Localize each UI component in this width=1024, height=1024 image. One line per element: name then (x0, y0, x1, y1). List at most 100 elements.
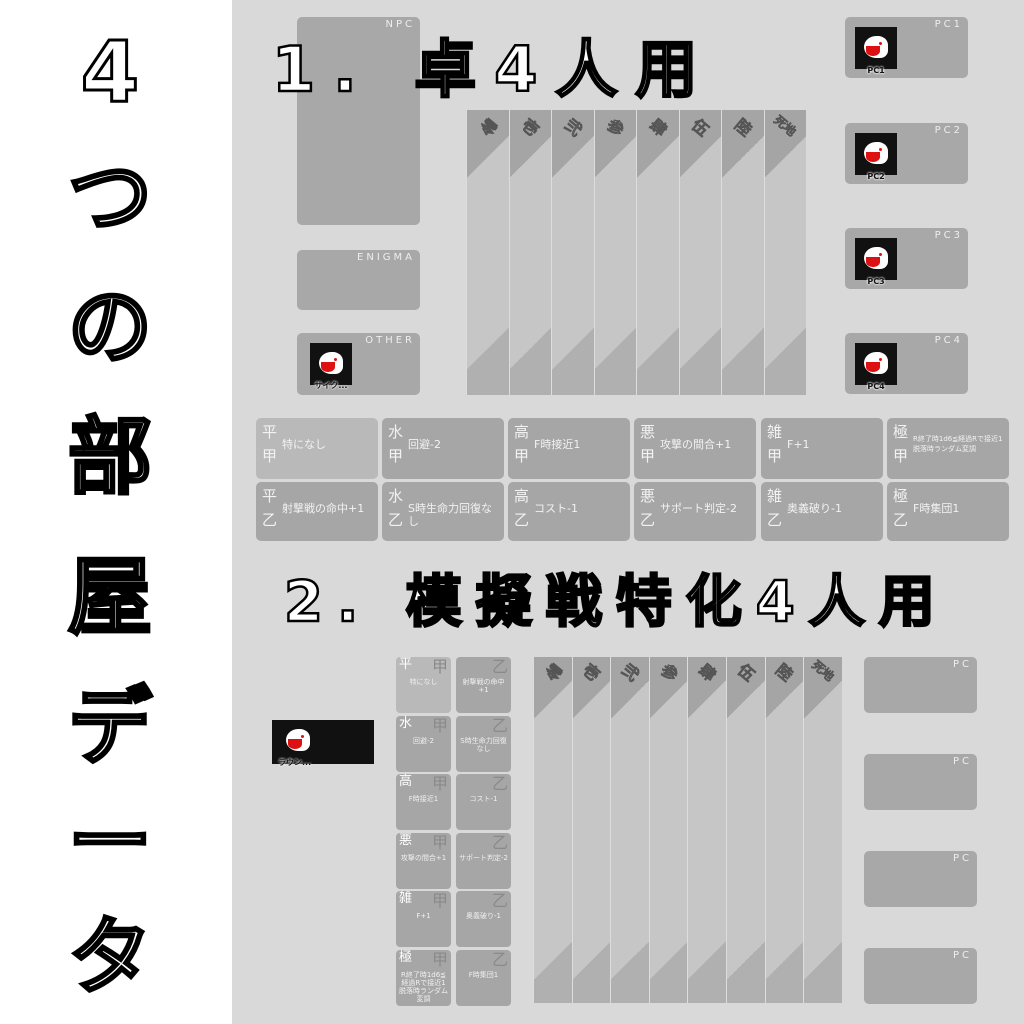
column-footer-stripe (467, 301, 509, 395)
pc-zone[interactable]: PC (864, 851, 977, 907)
range-column[interactable]: 伍 (726, 657, 765, 1003)
enigma-label: ENIGMA (357, 252, 415, 263)
plot-type: 乙 (491, 832, 508, 852)
column-header-stripe (727, 657, 765, 742)
plot-card[interactable]: 平乙射撃戦の命中+1 (256, 482, 378, 541)
side-title-char: タ (66, 908, 153, 1006)
piece-label: PC3 (867, 277, 885, 286)
plot-type: 甲 (388, 447, 404, 465)
plot-card[interactable]: 乙サポート判定-2 (456, 832, 511, 889)
character-piece[interactable]: PC4 (855, 343, 897, 391)
plot-card[interactable]: 平甲特になし (256, 418, 378, 479)
plot-card[interactable]: 悪乙サポート判定-2 (634, 482, 756, 541)
plot-card[interactable]: 甲平特になし (396, 657, 451, 713)
column-header-stripe (572, 657, 611, 742)
npc-zone[interactable]: NPC (297, 17, 420, 225)
plot-effect: サポート判定-2 (459, 853, 508, 862)
plot-type: 甲 (767, 447, 783, 465)
plot-card[interactable]: 甲悪攻撃の間合+1 (396, 832, 451, 889)
range-column[interactable]: 陸 (721, 110, 764, 395)
column-footer-stripe (594, 301, 636, 395)
range-column[interactable]: 弐 (610, 657, 649, 1003)
plot-card[interactable]: 高乙コスト-1 (508, 482, 630, 541)
plot-card[interactable]: 乙コスト-1 (456, 774, 511, 830)
plot-effect: コスト-1 (469, 795, 498, 803)
plot-card[interactable]: 水甲回避-2 (382, 418, 504, 479)
plot-name: 高 (514, 487, 530, 505)
pc-label: PC1 (934, 19, 963, 30)
plot-type: 甲 (431, 832, 448, 852)
plot-card[interactable]: 雑乙奥義破り-1 (761, 482, 883, 541)
range-column[interactable]: 壱 (571, 657, 611, 1003)
character-piece[interactable]: ラウン... (272, 720, 374, 767)
plot-type: 甲 (262, 447, 278, 465)
column-header-stripe (594, 110, 636, 204)
plot-card[interactable]: 乙奥義破り-1 (456, 891, 511, 947)
column-header-stripe (552, 110, 594, 204)
range-column[interactable]: 弐 (551, 110, 594, 395)
plot-effect: F時接近1 (534, 438, 581, 451)
plot-card[interactable]: 悪甲攻撃の間合+1 (634, 418, 756, 479)
plot-name: 雑 (767, 423, 783, 441)
plot-name: 平 (399, 657, 413, 672)
character-piece[interactable]: PC3 (855, 238, 897, 286)
character-piece[interactable]: サイク... (310, 343, 352, 390)
range-column[interactable]: 死地 (803, 657, 842, 1003)
piece-label: ラウン... (278, 758, 312, 767)
plot-name: 平 (262, 423, 278, 441)
range-column[interactable]: 零 (533, 657, 572, 1003)
range-column[interactable]: 参 (648, 657, 688, 1003)
pc-label: PC (952, 756, 972, 767)
range-column[interactable]: 死地 (763, 110, 806, 395)
plot-card[interactable]: 乙射撃戦の命中+1 (456, 657, 511, 713)
range-column[interactable]: 参 (593, 110, 636, 395)
plot-name: 高 (399, 774, 413, 789)
plot-type: 乙 (767, 511, 783, 529)
side-title-char: 屋 (66, 548, 153, 646)
range-column[interactable]: 伍 (678, 110, 721, 395)
pc-zone[interactable]: PC (864, 754, 977, 810)
character-piece[interactable]: PC1 (855, 27, 897, 75)
plot-name: 極 (893, 423, 909, 441)
column-header-stripe (722, 110, 764, 204)
range-column[interactable]: 零 (466, 110, 509, 395)
column-footer-stripe (572, 918, 611, 1003)
range-column[interactable]: 肆 (636, 110, 679, 395)
character-piece[interactable]: PC2 (855, 133, 897, 181)
plot-type: 甲 (431, 891, 448, 910)
column-footer-stripe (611, 918, 649, 1003)
plot-effect: F+1 (416, 912, 431, 920)
plot-type: 乙 (491, 891, 508, 910)
plot-type: 甲 (640, 447, 656, 465)
range-column[interactable]: 肆 (687, 657, 726, 1003)
plot-type: 甲 (893, 447, 909, 465)
enigma-zone[interactable]: ENIGMA (297, 250, 420, 310)
column-footer-stripe (552, 301, 594, 395)
column-header-stripe (688, 657, 726, 742)
plot-effect: F時集団1 (468, 970, 499, 979)
pc-zone[interactable]: PC (864, 657, 977, 713)
other-zone[interactable]: OTHER サイク... (297, 333, 420, 395)
plot-effect: サポート判定-2 (660, 502, 737, 515)
range-column[interactable]: 陸 (764, 657, 804, 1003)
side-title-char: つ (66, 148, 153, 246)
pc-zone[interactable]: PC (864, 948, 977, 1004)
plot-card[interactable]: 甲水回避-2 (396, 715, 451, 772)
range-column[interactable]: 壱 (508, 110, 551, 395)
column-footer-stripe (637, 301, 679, 395)
bird-icon (864, 142, 888, 164)
